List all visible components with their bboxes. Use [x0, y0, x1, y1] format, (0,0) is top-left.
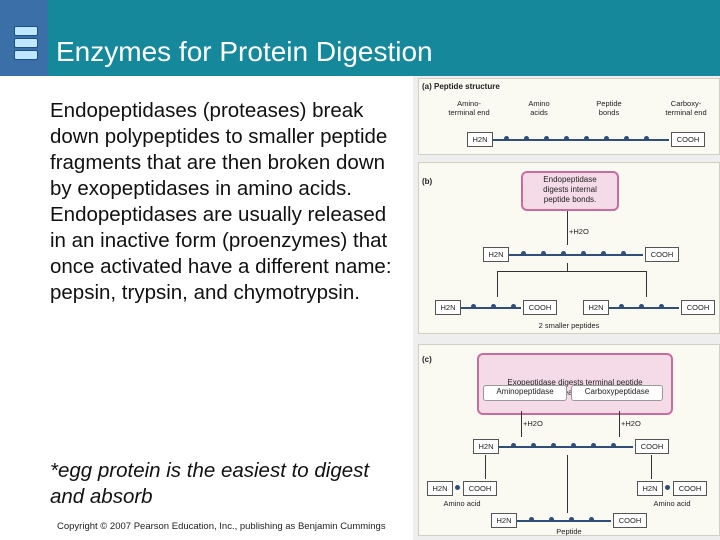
- amino-acid-dot: [455, 485, 460, 490]
- label-amino-acids: Amino acids: [528, 99, 550, 117]
- amino-acid-dot: [611, 443, 616, 448]
- amino-acid-dot: [561, 251, 566, 256]
- amino-acid-dot: [551, 443, 556, 448]
- aminopeptidase-box: Aminopeptidase: [483, 385, 567, 401]
- h2n-box: H2N: [483, 247, 509, 262]
- h2n-box: H2N: [637, 481, 663, 496]
- amino-acid-dot: [549, 517, 554, 522]
- cooh-box: COOH: [671, 132, 705, 147]
- amino-acid-label-right: Amino acid: [653, 499, 691, 508]
- h2n-box: H2N: [473, 439, 499, 454]
- peptide-chain: [499, 446, 633, 448]
- amino-acid-dot: [524, 136, 529, 141]
- h2n-box: H2N: [467, 132, 493, 147]
- cooh-box: COOH: [635, 439, 669, 454]
- water-label-left: +H2O: [523, 419, 543, 428]
- h2n-box: H2N: [435, 300, 461, 315]
- panel-b-tag: (b): [422, 177, 433, 186]
- cooh-box: COOH: [463, 481, 497, 496]
- panel-b: (b) Endopeptidase digests internal pepti…: [418, 162, 720, 334]
- egg-note: *egg protein is the easiest to digest an…: [50, 459, 370, 508]
- amino-acid-dot: [639, 304, 644, 309]
- amino-acid-dot: [584, 136, 589, 141]
- h2n-box: H2N: [583, 300, 609, 315]
- slide-title: Enzymes for Protein Digestion: [56, 36, 433, 67]
- cooh-box: COOH: [645, 247, 679, 262]
- stack-logo-icon: [14, 26, 38, 66]
- copyright-text: Copyright © 2007 Pearson Education, Inc.…: [57, 521, 386, 532]
- label-carboxy-terminal: Carboxy- terminal end: [665, 99, 707, 117]
- label-amino-terminal: Amino- terminal end: [448, 99, 490, 117]
- peptide-chain: [517, 520, 611, 522]
- label-peptide-bonds: Peptide bonds: [596, 99, 622, 117]
- h2n-box: H2N: [427, 481, 453, 496]
- carboxypeptidase-box: Carboxypeptidase: [571, 385, 663, 401]
- split-stem: [567, 263, 568, 271]
- amino-acid-label-left: Amino acid: [443, 499, 481, 508]
- peptide-chain: [509, 254, 643, 256]
- arrow-to-left-amino-acid: [485, 455, 486, 479]
- amino-acid-dot: [569, 517, 574, 522]
- amino-acid-dot: [601, 251, 606, 256]
- amino-acid-dot: [659, 304, 664, 309]
- title-bar: Enzymes for Protein Digestion: [0, 0, 720, 76]
- amino-acid-dot: [591, 443, 596, 448]
- peptide-chain: [493, 139, 669, 141]
- amino-acid-dot: [544, 136, 549, 141]
- amino-acid-dot: [511, 443, 516, 448]
- amino-acid-dot: [589, 517, 594, 522]
- peptide-label: Peptide: [556, 527, 582, 536]
- arrow-to-right-amino-acid: [651, 455, 652, 479]
- peptide-chain: [609, 307, 679, 309]
- arrow-right: [646, 271, 647, 297]
- cooh-box: COOH: [681, 300, 715, 315]
- title-rule: [48, 74, 413, 76]
- endopeptidase-box: Endopeptidase digests internal peptide b…: [521, 171, 619, 211]
- amino-acid-dot: [564, 136, 569, 141]
- amino-acid-dot: [541, 251, 546, 256]
- amino-acid-dot: [529, 517, 534, 522]
- arrow-to-peptide: [567, 455, 568, 513]
- amino-acid-dot: [491, 304, 496, 309]
- amino-acid-dot: [521, 251, 526, 256]
- body-paragraph: Endopeptidases (proteases) break down po…: [50, 99, 392, 304]
- panel-c: (c) Exopeptidase digests terminal peptid…: [418, 344, 720, 536]
- amino-acid-dot: [571, 443, 576, 448]
- arrow-left: [497, 271, 498, 297]
- panel-a-tag: (a) Peptide structure: [422, 82, 500, 91]
- protein-digestion-figure: (a) Peptide structure Amino- terminal en…: [413, 76, 720, 540]
- amino-acid-dot: [665, 485, 670, 490]
- cooh-box: COOH: [673, 481, 707, 496]
- arrow-down: [567, 211, 568, 245]
- water-label-right: +H2O: [621, 419, 641, 428]
- water-label: +H2O: [569, 227, 589, 236]
- cooh-box: COOH: [613, 513, 647, 528]
- h2n-box: H2N: [491, 513, 517, 528]
- amino-acid-dot: [581, 251, 586, 256]
- split-bar: [497, 271, 647, 272]
- cooh-box: COOH: [523, 300, 557, 315]
- panel-a: (a) Peptide structure Amino- terminal en…: [418, 78, 720, 155]
- arrow-down-left: [521, 411, 522, 437]
- amino-acid-dot: [504, 136, 509, 141]
- amino-acid-dot: [621, 251, 626, 256]
- amino-acid-dot: [471, 304, 476, 309]
- amino-acid-dot: [531, 443, 536, 448]
- amino-acid-dot: [644, 136, 649, 141]
- smaller-peptides-caption: 2 smaller peptides: [538, 321, 600, 330]
- amino-acid-dot: [624, 136, 629, 141]
- amino-acid-dot: [619, 304, 624, 309]
- arrow-down-right: [619, 411, 620, 437]
- amino-acid-dot: [604, 136, 609, 141]
- exopeptidase-box: Exopeptidase digests terminal peptide bo…: [477, 353, 673, 415]
- panel-c-tag: (c): [422, 355, 432, 364]
- amino-acid-dot: [511, 304, 516, 309]
